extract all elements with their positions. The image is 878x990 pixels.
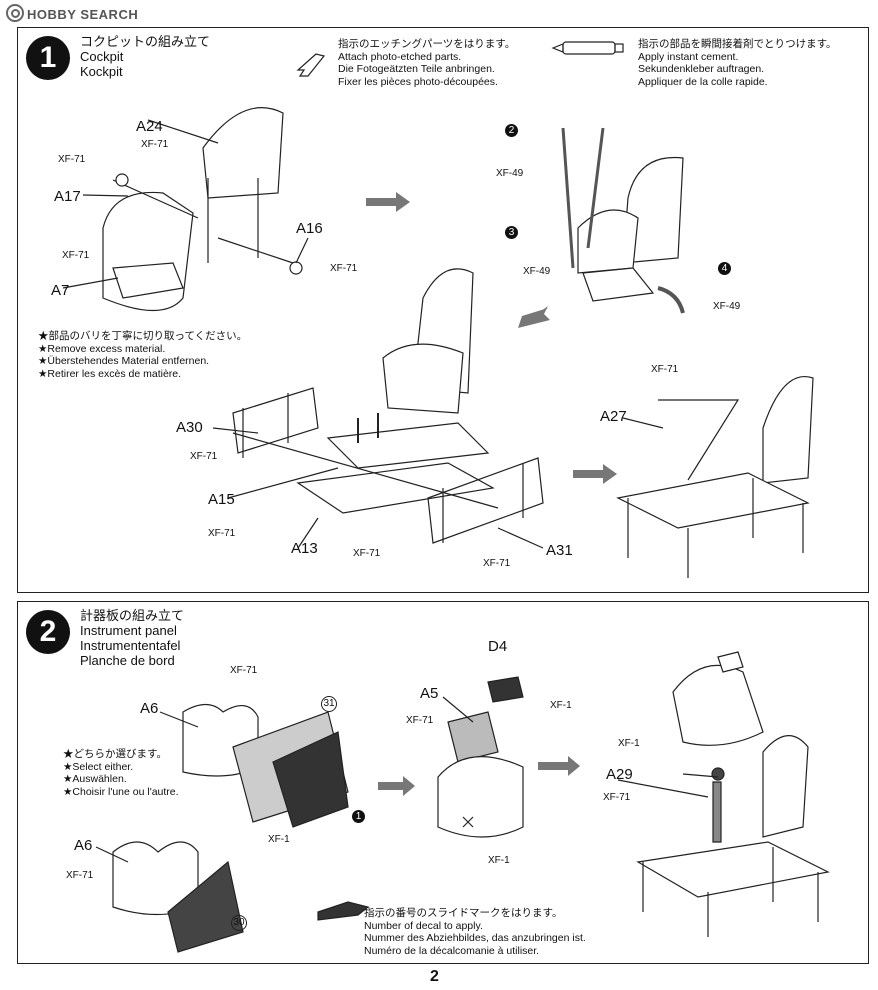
- step-1-number: 1: [26, 36, 70, 80]
- instant-cement-note: 指示の部品を瞬間接着剤でとりつけます。Apply instant cement.…: [638, 38, 837, 88]
- remove-excess-note: ★部品のバリを丁寧に切り取ってください。★Remove excess mater…: [38, 330, 248, 380]
- photo-etched-note: 指示のエッチングパーツをはります。Attach photo-etched par…: [338, 38, 516, 88]
- paint-xf71-label: XF-71: [603, 792, 631, 803]
- step-2-number: 2: [26, 610, 70, 654]
- paint-xf49-label: XF-49: [713, 301, 741, 312]
- part-a31-label: A31: [546, 542, 573, 559]
- part-a7-label: A7: [51, 282, 70, 299]
- paint-xf71-label: XF-71: [141, 139, 169, 150]
- part-a5-label: A5: [420, 685, 439, 702]
- paint-xf71-label: XF-71: [353, 548, 381, 559]
- part-a6-label: A6: [74, 837, 93, 854]
- select-either-note: ★どちらか選びます。★Select either.★Auswählen.★Cho…: [63, 748, 179, 798]
- decal-31-badge: 31: [321, 696, 337, 712]
- page-number: 2: [430, 968, 439, 985]
- step-2-diagram: [95, 651, 830, 953]
- pe-number-2: 2: [505, 124, 518, 137]
- part-a15-label: A15: [208, 491, 235, 508]
- part-a30-label: A30: [176, 419, 203, 436]
- watermark: HOBBY SEARCH: [6, 4, 138, 22]
- pe-number-3: 3: [505, 226, 518, 239]
- part-a27-label: A27: [600, 408, 627, 425]
- paint-xf49-label: XF-49: [523, 266, 551, 277]
- paint-xf71-label: XF-71: [483, 558, 511, 569]
- paint-xf71-label: XF-71: [406, 715, 434, 726]
- part-a17-label: A17: [54, 188, 81, 205]
- part-d4-label: D4: [488, 638, 508, 655]
- paint-xf1-label: XF-1: [550, 700, 572, 711]
- pe-number-4: 4: [718, 262, 731, 275]
- paint-xf71-label: XF-71: [62, 250, 90, 261]
- watermark-logo-icon: [6, 4, 24, 22]
- part-a13-label: A13: [291, 540, 318, 557]
- part-a29-label: A29: [606, 766, 633, 783]
- paint-xf71-label: XF-71: [190, 451, 218, 462]
- decal-30-badge: 30: [231, 915, 247, 931]
- paint-xf71-label: XF-71: [330, 263, 358, 274]
- step-1-title: コクピットの組み立て Cockpit Kockpit: [80, 34, 211, 79]
- step-1-diagram: [62, 41, 814, 578]
- paint-xf1-label: XF-1: [488, 855, 510, 866]
- paint-xf71-label: XF-71: [66, 870, 94, 881]
- part-a16-label: A16: [296, 220, 323, 237]
- paint-xf1-label: XF-1: [268, 834, 290, 845]
- paint-xf49-label: XF-49: [496, 168, 524, 179]
- paint-xf71-label: XF-71: [58, 154, 86, 165]
- pe-number-1: 1: [352, 810, 365, 823]
- part-a24-label: A24: [136, 118, 163, 135]
- paint-xf71-label: XF-71: [230, 665, 258, 676]
- decal-number-note: 指示の番号のスライドマークをはります。Number of decal to ap…: [364, 907, 586, 957]
- part-a6-label: A6: [140, 700, 159, 717]
- paint-xf1-label: XF-1: [618, 738, 640, 749]
- paint-xf71-label: XF-71: [208, 528, 236, 539]
- paint-xf71-label: XF-71: [651, 364, 679, 375]
- step-1-panel: 1 コクピットの組み立て Cockpit Kockpit 指示のエッチングパーツ…: [17, 27, 869, 593]
